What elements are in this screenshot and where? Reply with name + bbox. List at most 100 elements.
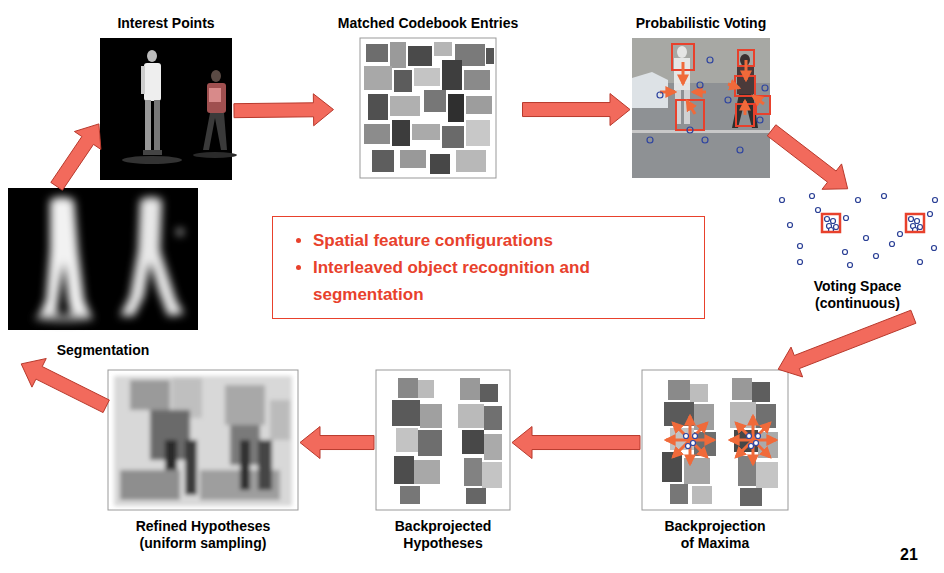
interest-points-image: [145, 100, 151, 152]
hypotheses-image: [396, 428, 418, 452]
voting-space-points: [831, 219, 836, 224]
vote-boxes: [672, 44, 770, 130]
hypotheses-image: [418, 430, 442, 456]
image-panel: Probabilistic Voting: [632, 15, 770, 178]
codebook-patches: [360, 38, 496, 178]
refined-image: [185, 440, 197, 495]
image-panel: Segmentation: [8, 188, 198, 363]
vote-points: [762, 85, 768, 91]
interest-points-image: [203, 113, 227, 150]
vote-arrows: [744, 101, 747, 115]
codebook-patches: [414, 68, 440, 86]
hypotheses-image: [460, 378, 480, 400]
backprojection-arrows: [666, 416, 776, 464]
panel-title: Interest Points: [117, 15, 214, 32]
panel-title: Backprojected Hypotheses: [378, 518, 508, 552]
segmentation-image: [38, 197, 92, 318]
street-photo: [677, 46, 687, 58]
hypotheses-image: [394, 456, 414, 484]
backprojection-arrows: [753, 440, 770, 457]
vote-points: [707, 57, 713, 63]
voting-space-points: [798, 260, 803, 265]
summary-box: Spatial feature configurationsInterleave…: [272, 216, 705, 319]
vote-points: [647, 137, 653, 143]
voting-space-points: [890, 242, 895, 247]
street-photo: [732, 94, 758, 128]
backprojection-arrows: [690, 440, 707, 457]
hypotheses-image: [376, 370, 510, 510]
voting-space-points: [848, 263, 853, 268]
voting-space-points: [933, 198, 938, 203]
hypotheses-image: [414, 460, 440, 484]
codebook-patches: [392, 120, 410, 146]
hypotheses-image: [466, 488, 486, 504]
hypotheses-image: [392, 400, 420, 426]
codebook-patches: [464, 70, 490, 90]
vote-points: [757, 117, 763, 123]
voting-space-points: [844, 216, 849, 221]
refined-image: [258, 440, 272, 490]
codebook-patches: [368, 94, 388, 120]
image-panel: Backprojected Hypotheses: [376, 370, 510, 556]
backprojection-points: [693, 434, 698, 439]
codebook-patches: [400, 150, 426, 168]
vote-points: [647, 57, 768, 153]
backprojection-points: [684, 434, 689, 439]
image-panel: Matched Codebook Entries: [336, 15, 521, 178]
backprojection-points: [754, 441, 759, 446]
segmentation-image: [120, 197, 184, 316]
voting-space-points: [856, 198, 861, 203]
vote-arrows: [728, 84, 739, 88]
codebook-patches: [434, 42, 452, 56]
backprojection-image: [684, 458, 710, 484]
street-photo: [632, 38, 770, 178]
backprojection-arrows: [736, 440, 753, 457]
vote-arrows: [753, 96, 764, 104]
vote-points: [657, 92, 663, 98]
voting-space-points: [918, 260, 923, 265]
panel-title: Refined Hypotheses (uniform sampling): [121, 518, 286, 552]
street-photo: [674, 58, 690, 90]
backprojection-image: [662, 452, 682, 482]
voting-space-points: [898, 232, 903, 237]
backprojection-arrows: [753, 423, 770, 440]
segmentation-image: [8, 188, 198, 330]
voting-space-points: [780, 194, 938, 268]
interest-points-image: [144, 63, 161, 101]
backprojection-points: [691, 441, 696, 446]
hypotheses-image: [398, 378, 418, 398]
codebook-patches: [486, 48, 494, 64]
codebook-patches: [366, 44, 388, 62]
image-frame: [360, 38, 496, 178]
voting-space-points: [810, 194, 815, 199]
segmentation-image: [34, 197, 184, 322]
interest-points-image: [143, 150, 162, 155]
backprojection-points: [756, 434, 761, 439]
backprojection-arrows: [736, 423, 753, 440]
image-panel: Refined Hypotheses (uniform sampling): [108, 370, 298, 556]
codebook-patches: [360, 38, 496, 178]
refined-image: [114, 376, 292, 506]
interest-points-image: [193, 152, 237, 158]
refined-image: [240, 440, 250, 490]
panel-title: Backprojection of Maxima: [656, 518, 774, 552]
block-arrow: [778, 310, 916, 377]
voting-space-points: [864, 236, 869, 241]
image-frame: [775, 190, 940, 270]
vote-points: [697, 82, 703, 88]
backprojection-image: [692, 486, 712, 504]
backprojection-image: [732, 378, 752, 400]
refined-image: [108, 370, 298, 510]
backprojection-points: [747, 434, 752, 439]
backprojection-image: [642, 370, 788, 510]
voting-space-points: [825, 217, 830, 222]
image-frame: [108, 370, 298, 510]
block-arrow: [300, 427, 374, 459]
segmentation-image: [177, 229, 183, 235]
backprojection-image: [740, 488, 762, 506]
codebook-patches: [390, 42, 406, 68]
hypotheses-image: [462, 430, 484, 454]
hypotheses-image: [376, 370, 510, 510]
codebook-patches: [430, 154, 450, 174]
vote-points: [725, 97, 731, 103]
